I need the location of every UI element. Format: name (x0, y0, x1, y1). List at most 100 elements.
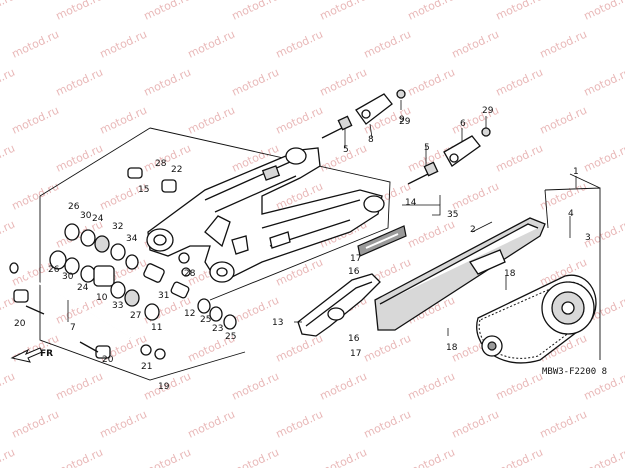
watermark-text: motod.ru (274, 104, 325, 137)
callout-label: 18 (446, 343, 458, 353)
watermark-text: motod.ru (582, 0, 625, 23)
chain-case (374, 217, 546, 331)
callout-label: 8 (368, 135, 374, 145)
callout-label: 19 (158, 382, 170, 392)
callout-label: 1 (573, 167, 579, 177)
watermark-text: motod.ru (274, 256, 325, 289)
watermark-text: motod.ru (230, 66, 281, 99)
watermark-text: motod.ru (450, 408, 501, 441)
watermark-text: motod.ru (230, 446, 281, 468)
callout-label: 25 (225, 332, 236, 342)
watermark-text: motod.ru (54, 142, 105, 175)
callout-label: 6 (460, 119, 466, 129)
watermark-text: motod.ru (54, 66, 105, 99)
callout-label: 24 (92, 214, 104, 224)
callout-label: 20 (102, 355, 114, 365)
callout-label: 10 (96, 293, 108, 303)
callout-label: 20 (14, 319, 26, 329)
callout-label: 25 (200, 315, 211, 325)
watermark-text: motod.ru (0, 370, 17, 403)
callout-label: 17 (350, 254, 361, 264)
watermark-text: motod.ru (274, 408, 325, 441)
watermark-text: motod.ru (142, 66, 193, 99)
watermark-text: motod.ru (0, 218, 17, 251)
watermark-text: motod.ru (494, 0, 545, 23)
watermark-text: motod.ru (538, 408, 589, 441)
callout-label: 28 (155, 159, 167, 169)
callout-label: 22 (171, 165, 182, 175)
direction-label: FR (40, 349, 53, 359)
watermark-text: motod.ru (142, 0, 193, 23)
watermark-text: motod.ru (0, 0, 17, 23)
callout-label: 5 (343, 145, 349, 155)
watermark-text: motod.ru (318, 66, 369, 99)
callout-label: 26 (48, 265, 60, 275)
watermark-text: motod.ru (10, 332, 61, 365)
callout-label: 27 (130, 311, 141, 321)
callout-label: 13 (272, 318, 283, 328)
watermark-text: motod.ru (406, 0, 457, 23)
watermark-text: motod.ru (318, 0, 369, 23)
watermark-text: motod.ru (0, 142, 17, 175)
front-arrow-icon (10, 347, 43, 363)
watermark-text: motod.ru (186, 28, 237, 61)
callout-label: 34 (126, 234, 138, 244)
watermark-text: motod.ru (318, 370, 369, 403)
callout-label: 17 (350, 349, 361, 359)
watermark-text: motod.ru (538, 28, 589, 61)
watermark-text: motod.ru (142, 142, 193, 175)
watermark-text: motod.ru (406, 66, 457, 99)
chain-slider (297, 273, 381, 337)
watermark-text: motod.ru (450, 28, 501, 61)
callout-label: 35 (447, 210, 458, 220)
watermark-text: motod.ru (362, 332, 413, 365)
callout-label: 16 (348, 267, 360, 277)
watermark-text: motod.ru (98, 104, 149, 137)
watermark-text: motod.ru (406, 446, 457, 468)
callout-label: 5 (424, 143, 430, 153)
callout-label: 30 (80, 211, 92, 221)
callout-label: 16 (348, 334, 360, 344)
assembly-frames (39, 127, 601, 381)
watermark-text: motod.ru (54, 446, 105, 468)
callout-label: 11 (151, 323, 162, 333)
watermark-text: motod.ru (406, 218, 457, 251)
watermark-text: motod.ru (0, 446, 17, 468)
watermark-text: motod.ru (0, 66, 17, 99)
watermark-text: motod.ru (186, 104, 237, 137)
swingarm-decal (357, 225, 407, 257)
callout-label: 26 (68, 202, 80, 212)
watermark-text: motod.ru (494, 370, 545, 403)
watermark-text: motod.ru (538, 104, 589, 137)
watermark-text: motod.ru (230, 370, 281, 403)
watermark-text: motod.ru (186, 408, 237, 441)
callout-label: 15 (138, 185, 149, 195)
callout-label: 9 (399, 115, 405, 125)
watermark-text: motod.ru (362, 28, 413, 61)
callout-label: 30 (62, 272, 74, 282)
watermark-text: motod.ru (582, 446, 625, 468)
callout-label: 33 (112, 301, 123, 311)
watermark-text: motod.ru (54, 0, 105, 23)
watermark-text: motod.ru (10, 28, 61, 61)
watermark-text: motod.ru (10, 408, 61, 441)
watermark-text: motod.ru (450, 180, 501, 213)
pivot-shaft (9, 262, 131, 339)
callout-label: 29 (399, 117, 411, 127)
callout-label: 32 (112, 222, 123, 232)
watermark-text: motod.ru (10, 180, 61, 213)
leader-lines (67, 100, 577, 336)
callout-label: 23 (212, 324, 223, 334)
watermark-text: motod.ru (230, 0, 281, 23)
watermark-text: motod.ru (318, 446, 369, 468)
watermark-text: motod.ru (274, 28, 325, 61)
callout-label: 21 (141, 362, 152, 372)
callout-label: 2 (470, 225, 476, 235)
pins (25, 305, 99, 353)
watermark-text: motod.ru (582, 66, 625, 99)
watermark-text: motod.ru (362, 408, 413, 441)
callout-label: 28 (184, 269, 196, 279)
